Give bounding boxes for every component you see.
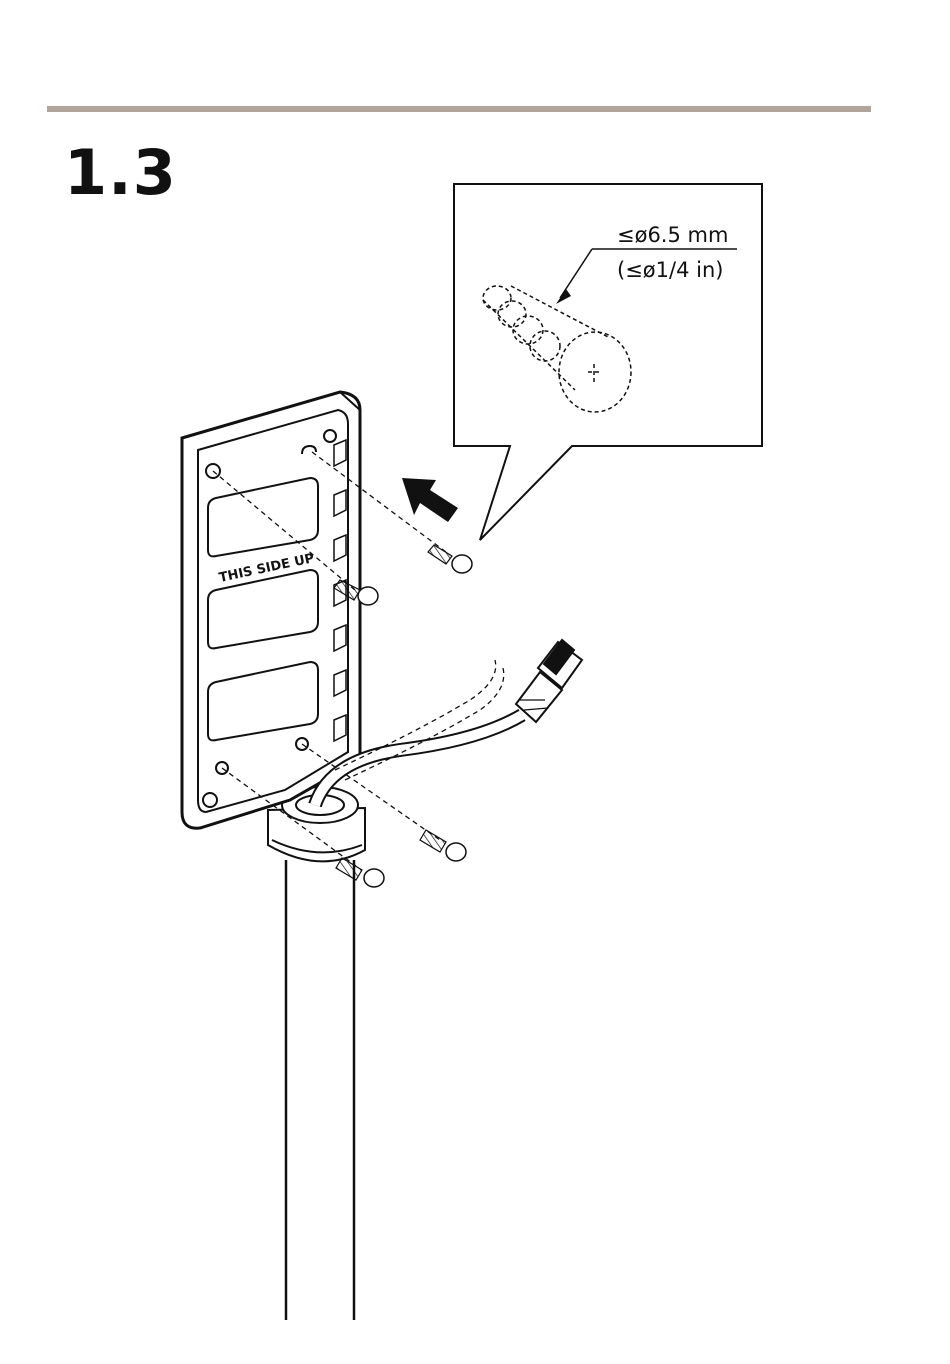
screw-size-callout: ≤ø6.5 mm (≤ø1/4 in): [454, 184, 762, 540]
screw-diameter-mm: ≤ø6.5 mm: [617, 223, 728, 247]
rj45-connector-icon: [516, 640, 582, 722]
mounting-bracket: THIS SIDE UP: [182, 392, 360, 828]
screw-diameter-in: (≤ø1/4 in): [617, 258, 723, 282]
direction-arrow-icon: [402, 478, 458, 522]
pole: [286, 860, 354, 1320]
